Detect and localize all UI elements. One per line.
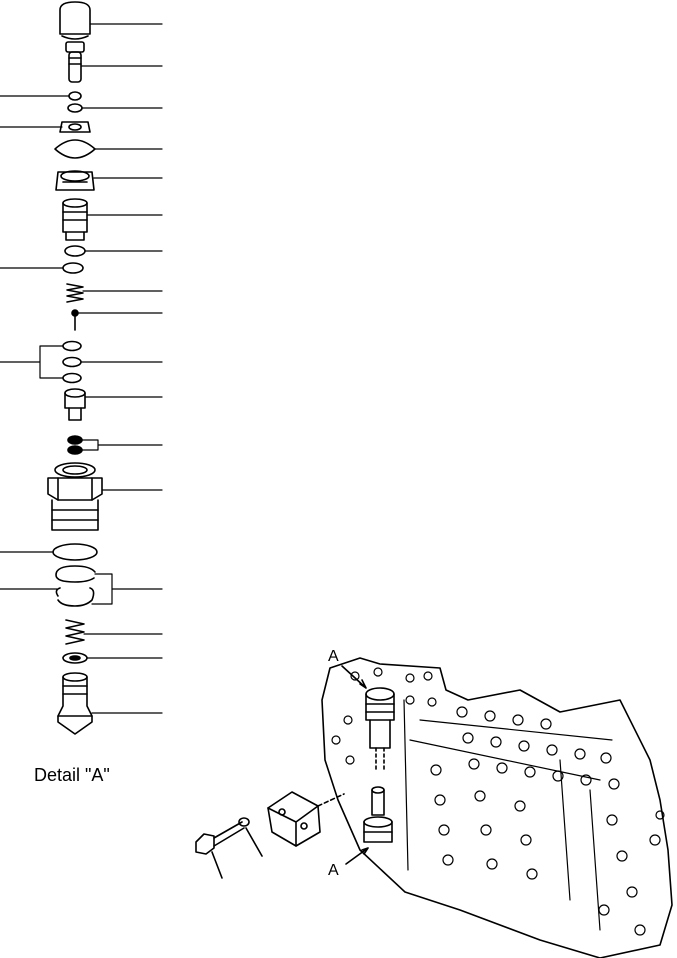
part-backup-ring-1 bbox=[56, 566, 95, 582]
part-washer bbox=[63, 653, 87, 663]
callout-arrow-bottom bbox=[346, 848, 368, 864]
relief-valve-upper bbox=[366, 688, 394, 770]
part-o-ring-1 bbox=[65, 246, 85, 256]
part-seal-pair-1 bbox=[68, 436, 82, 444]
part-lock-nut bbox=[56, 171, 94, 190]
callout-a-top-label: A bbox=[328, 648, 339, 665]
leader-lines-right bbox=[78, 24, 162, 713]
cover-block bbox=[268, 792, 344, 846]
part-valve-spool bbox=[65, 389, 85, 420]
callout-arrow-top bbox=[342, 666, 366, 688]
part-cap bbox=[60, 2, 90, 39]
part-ring-small-1 bbox=[69, 92, 81, 100]
callout-a-bottom-label: A bbox=[328, 862, 339, 879]
part-o-ring-large bbox=[53, 544, 97, 560]
part-ring-trio-3 bbox=[63, 374, 81, 383]
part-ring-small-2 bbox=[68, 104, 82, 112]
relief-valve-lower bbox=[364, 787, 392, 842]
part-plunger bbox=[66, 42, 84, 82]
part-ring-trio-2 bbox=[63, 358, 81, 367]
part-spring-lower bbox=[66, 620, 84, 644]
bolt-and-washer bbox=[196, 818, 262, 878]
valve-block-outline bbox=[322, 658, 672, 958]
part-spring-small bbox=[67, 284, 83, 302]
part-backup-ring-2 bbox=[56, 588, 93, 606]
part-o-ring-2 bbox=[63, 263, 83, 273]
part-gasket-plate bbox=[55, 140, 95, 158]
control-valve-assembly bbox=[196, 658, 672, 958]
part-pin bbox=[72, 310, 78, 330]
detail-a-stack bbox=[0, 2, 162, 734]
part-seal-pair-2 bbox=[68, 446, 82, 454]
valve-ports bbox=[332, 668, 664, 935]
part-housing bbox=[48, 463, 102, 530]
detail-a-label: Detail "A" bbox=[34, 765, 110, 785]
part-sleeve bbox=[63, 199, 87, 240]
part-ring-trio-1 bbox=[63, 342, 81, 351]
part-poppet bbox=[58, 673, 92, 734]
part-nut bbox=[60, 122, 90, 132]
leader-lines-left bbox=[0, 96, 69, 589]
